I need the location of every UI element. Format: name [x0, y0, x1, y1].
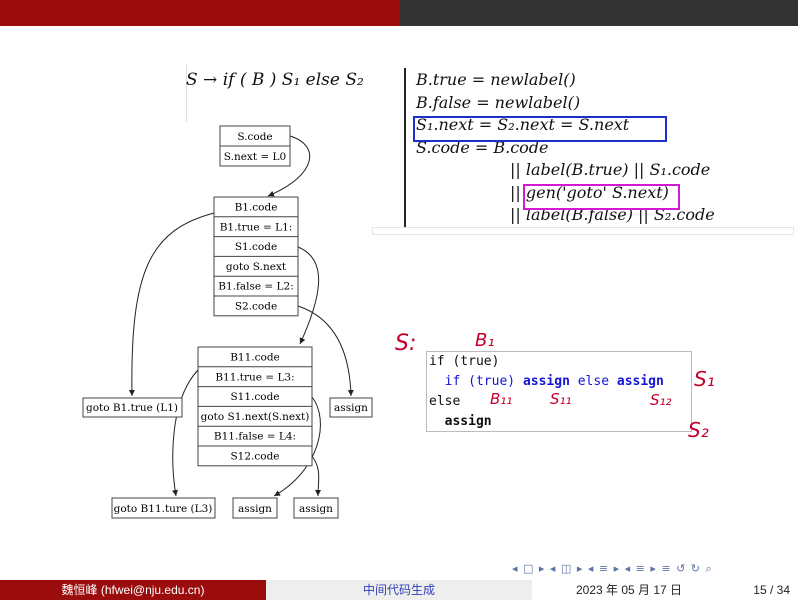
s-code-label: S.code [237, 131, 272, 143]
code-cell-label: S1.code [235, 241, 277, 253]
overlay-panel-edge [373, 228, 793, 234]
handwritten-s: S: [395, 331, 417, 356]
semantic-rules: B.true = newlabel() B.false = newlabel()… [416, 69, 715, 227]
top-bar [0, 0, 798, 26]
rule-line: B.true = newlabel() [416, 70, 576, 89]
s-next-label: S.next = L0 [224, 151, 286, 163]
assign-end-box: assign [293, 497, 339, 519]
code-cell-label: B1.code [235, 201, 278, 213]
footer: 魏恒峰 (hfwei@nju.edu.cn) 中间代码生成 2023 年 05 … [0, 580, 798, 600]
code-cell-label: B1.true = L1: [220, 221, 293, 233]
code-line-4: assign [429, 412, 691, 432]
top-bar-dark [400, 0, 798, 26]
code-cell-label: B11.false = L4: [214, 431, 296, 443]
rule-line: || label(B.true) || S₁.code [510, 160, 711, 179]
footer-author: 魏恒峰 (hfwei@nju.edu.cn) [0, 580, 266, 600]
highlight-next-box [413, 116, 667, 142]
goto-b11-true-box: goto B11.ture (L3) [111, 497, 216, 519]
code-inner-assign2: assign [616, 374, 664, 389]
rule-separator [404, 68, 406, 228]
footer-right: 2023 年 05 月 17 日 15 / 34 [532, 580, 798, 600]
header-divider [186, 65, 187, 122]
code-inner-else: else [577, 374, 610, 389]
code-line-3: else [429, 394, 461, 409]
code-example: if (true) if (true) assign else assign e… [426, 351, 692, 432]
goto-b1-true-label: goto B1.true (L1) [86, 402, 178, 414]
top-bar-red [0, 0, 400, 26]
handwritten-s1: S₁ [694, 367, 715, 391]
code-line-1: if (true) [429, 354, 500, 369]
code-cell-label: S11.code [230, 391, 279, 403]
rule-line: S.code = B.code [416, 137, 549, 157]
code-cell-label: B11.code [230, 351, 280, 363]
rule-line: B.false = newlabel() [416, 92, 581, 112]
handwritten-b11: B₁₁ [490, 390, 513, 408]
assign-mid-box: assign [232, 497, 278, 519]
footer-title: 中间代码生成 [266, 580, 532, 600]
rule-line: S₁.next = S₂.next = S.next [416, 115, 630, 134]
code-cell-label: S2.code [235, 300, 277, 312]
code-line-2: if (true) assign else assign [429, 372, 691, 392]
handwritten-s11: S₁₁ [550, 390, 572, 408]
code-inner-if: if (true) [444, 374, 516, 389]
handwritten-b1: B₁ [475, 330, 495, 351]
rule-line: || gen('goto' S.next) [510, 182, 669, 202]
code-outer-assign: assign [444, 414, 492, 429]
handwritten-s12: S₁₂ [650, 391, 672, 409]
code-cell-label: S12.code [230, 450, 279, 462]
production-rule-header: S → if ( B ) S₁ else S₂ [186, 70, 364, 90]
code-cell-label: B11.true = L3: [215, 371, 294, 383]
assign-end-label: assign [299, 503, 333, 515]
s-code-box: S.code S.next = L0 [219, 125, 291, 167]
highlight-goto-box [523, 184, 680, 210]
goto-b11-true-label: goto B11.ture (L3) [114, 503, 213, 515]
code-cell-label: goto S.next [226, 261, 287, 273]
assign-right-box: assign [329, 397, 373, 418]
handwritten-s2: S₂ [688, 418, 709, 442]
footer-date: 2023 年 05 月 17 日 [576, 583, 683, 597]
goto-b1-true-box: goto B1.true (L1) [82, 397, 183, 418]
code-cell-label: B1.false = L2: [218, 281, 294, 293]
assign-right-label: assign [334, 402, 368, 414]
assign-mid-label: assign [238, 503, 272, 515]
page-number: 15 / 34 [753, 583, 790, 597]
code-inner-assign: assign [522, 374, 570, 389]
beamer-nav-controls[interactable]: ◂ □ ▸ ◂ ◫ ▸ ◂ ≡ ▸ ◂ ≡ ▸ ≡ ↺ ↻ ⌕ [512, 562, 713, 575]
code-cell-label: goto S1.next(S.next) [201, 411, 310, 423]
